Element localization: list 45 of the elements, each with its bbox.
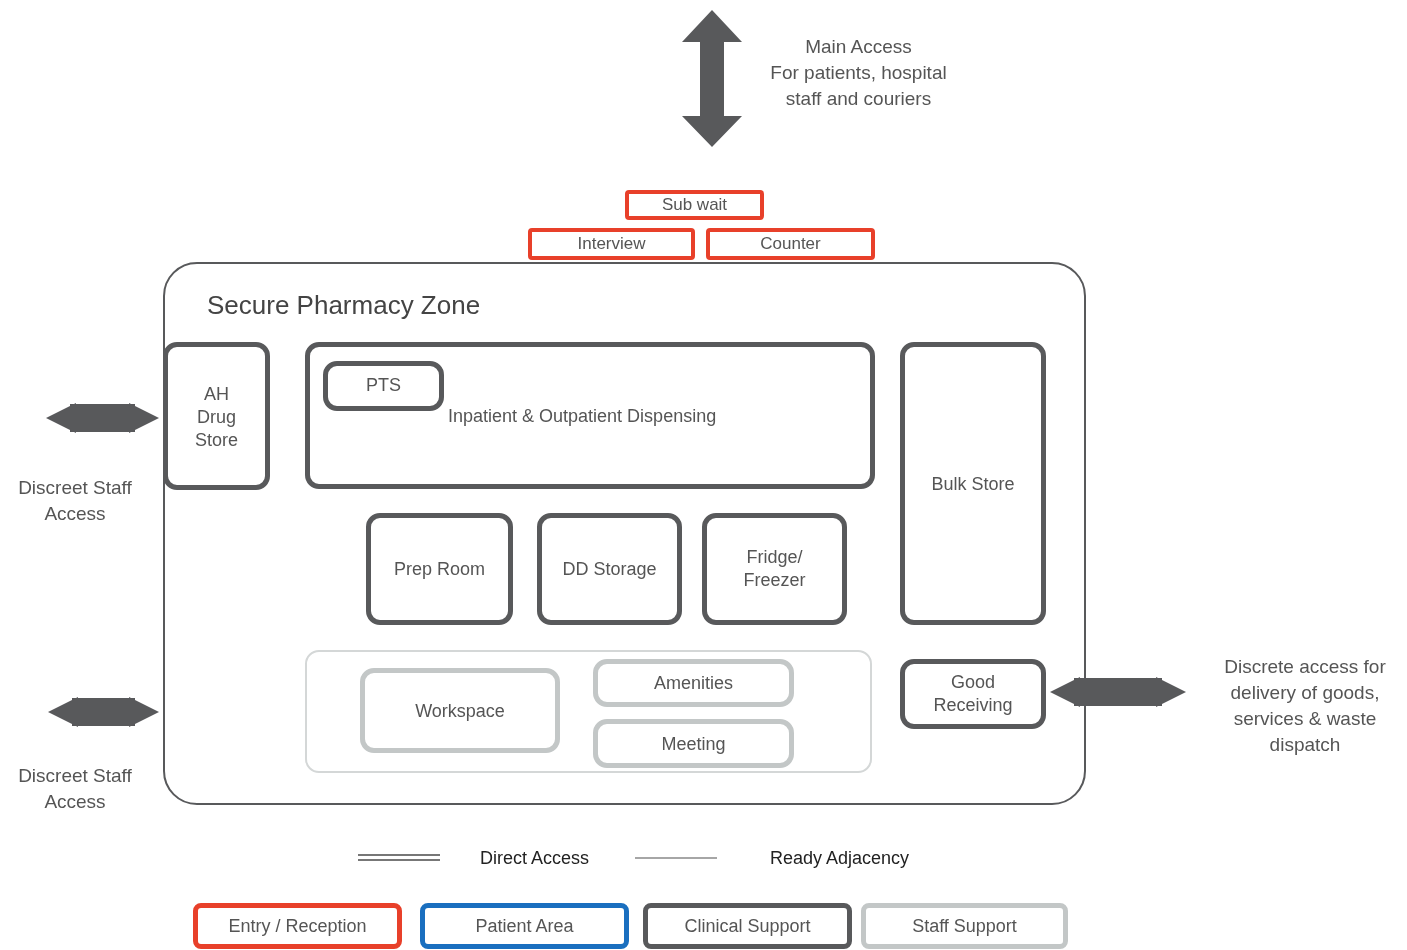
room-label: AH Drug Store: [194, 383, 239, 452]
room-label: PTS: [365, 374, 402, 397]
access-label: Discreet Staff Access: [17, 764, 133, 814]
legend-label: Ready Adjacency: [770, 847, 910, 870]
room-label: Good Receiving: [932, 671, 1014, 717]
room-box: [900, 342, 1046, 625]
room-box: [323, 361, 444, 411]
access-note: Main Access: [804, 35, 913, 59]
legend-swatch: Staff Support: [861, 903, 1068, 949]
room-label: Sub wait: [660, 195, 729, 215]
room-box: [593, 719, 794, 768]
legend-swatch: Patient Area: [420, 903, 629, 949]
room-box: [537, 513, 682, 625]
room-label: Amenities: [653, 671, 734, 695]
legend-swatch: Clinical Support: [643, 903, 852, 949]
access-arrow: [46, 403, 159, 433]
room-label: Workspace: [414, 699, 506, 722]
room-box: [366, 513, 513, 625]
room-box: [702, 513, 847, 625]
access-arrow: [48, 697, 159, 727]
room-box: [593, 659, 794, 707]
room-label: Counter: [759, 234, 822, 254]
room-box: [528, 228, 695, 260]
zone-boundary: [163, 262, 1086, 805]
room-box: [163, 342, 270, 490]
zone-title: Secure Pharmacy Zone: [207, 290, 481, 320]
room-label: Meeting: [660, 732, 727, 755]
room-box: [360, 668, 560, 753]
room-box: [900, 659, 1046, 729]
area-group-box: [305, 650, 872, 773]
room-label: Fridge/ Freezer: [742, 546, 807, 592]
room-label: Inpatient & Outpatient Dispensing: [448, 405, 717, 428]
room-label: Interview: [576, 234, 647, 254]
room-label: Bulk Store: [930, 472, 1016, 495]
legend-label: Direct Access: [480, 847, 590, 870]
access-label: Discreet Staff Access: [17, 476, 133, 526]
room-box: [706, 228, 875, 260]
access-note: For patients, hospital staff and couriers: [769, 61, 948, 111]
room-label: Prep Room: [392, 557, 486, 581]
access-arrow: [1050, 677, 1186, 707]
access-label: Discrete access for delivery of goods, services & waste dispatch: [1223, 655, 1387, 757]
legend-swatch: Entry / Reception: [193, 903, 402, 949]
room-label: DD Storage: [561, 557, 658, 581]
room-box: [305, 342, 875, 489]
room-box: [625, 190, 764, 220]
